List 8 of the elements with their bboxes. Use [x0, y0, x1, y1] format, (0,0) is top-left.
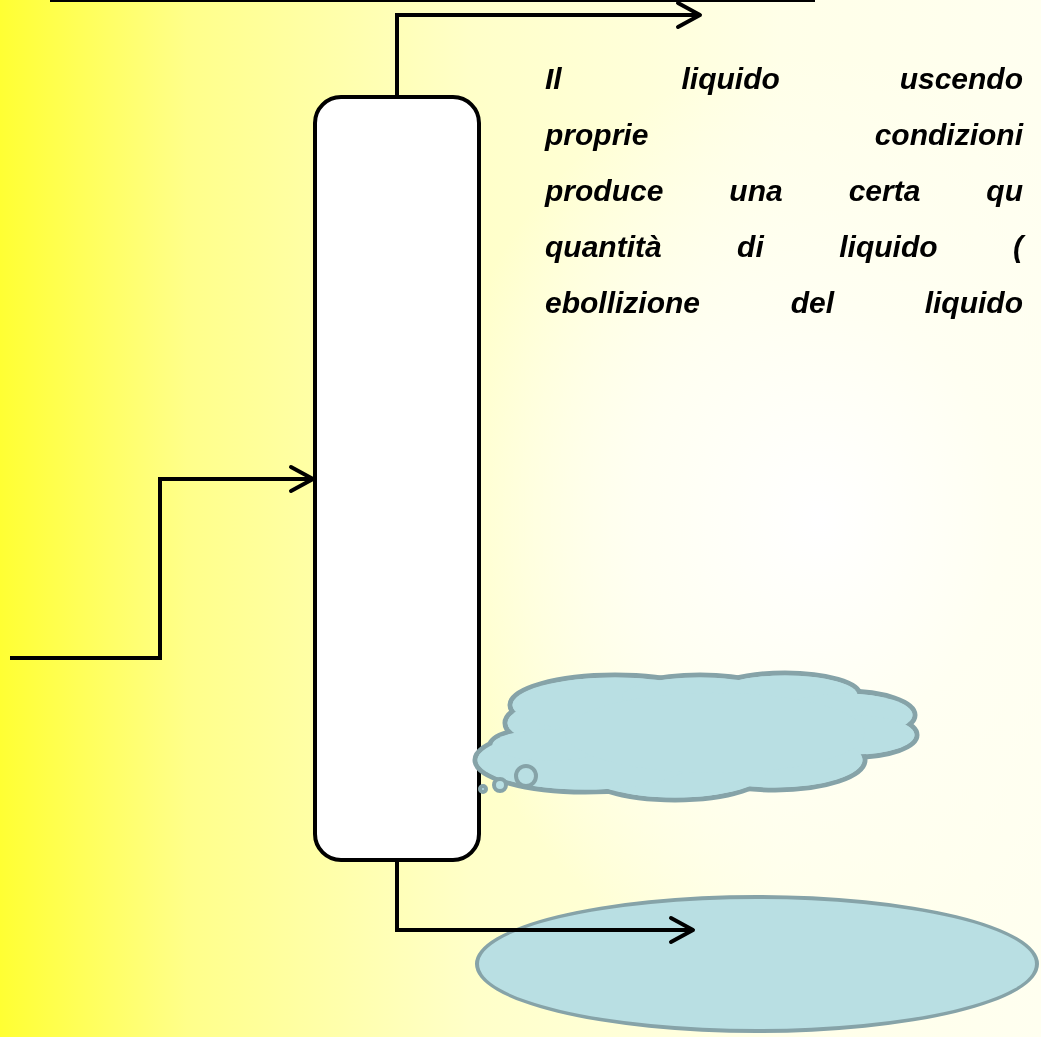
explanation-text: ebollizione del liquido	[545, 285, 1023, 321]
explanation-text: proprie condizioni	[545, 117, 1023, 153]
arrow	[395, 1, 702, 95]
arrow	[10, 465, 315, 660]
explanation-text: Il liquido uscendo	[545, 61, 1023, 97]
arrow	[395, 862, 695, 944]
explanation-text: produce una certa qu	[545, 173, 1023, 209]
column-box	[313, 95, 481, 862]
